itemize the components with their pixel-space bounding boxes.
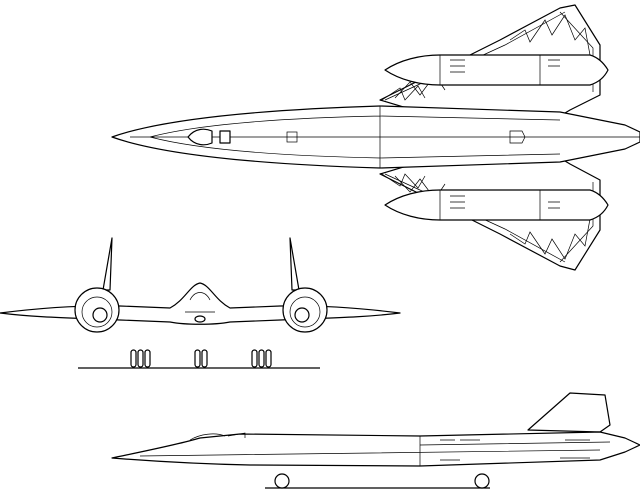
side-view xyxy=(111,392,640,489)
top-view-lower-nacelle xyxy=(384,189,609,221)
front-view xyxy=(0,237,401,369)
front-view-right-fin xyxy=(289,237,300,291)
front-view-left-spike xyxy=(92,307,108,323)
top-view-upper-nacelle xyxy=(384,54,609,86)
top-view-cockpit xyxy=(187,128,213,146)
top-view xyxy=(111,4,640,271)
side-view-main-wheel xyxy=(474,473,490,489)
front-view-right-spike xyxy=(294,307,310,323)
side-view-tail-fin xyxy=(527,392,611,433)
front-view-left-fin xyxy=(102,237,113,291)
top-view-rear-cockpit xyxy=(219,130,231,144)
side-view-nose-wheel xyxy=(274,473,290,489)
front-view-landing-gear xyxy=(130,349,272,368)
side-view-fuselage xyxy=(111,431,640,467)
